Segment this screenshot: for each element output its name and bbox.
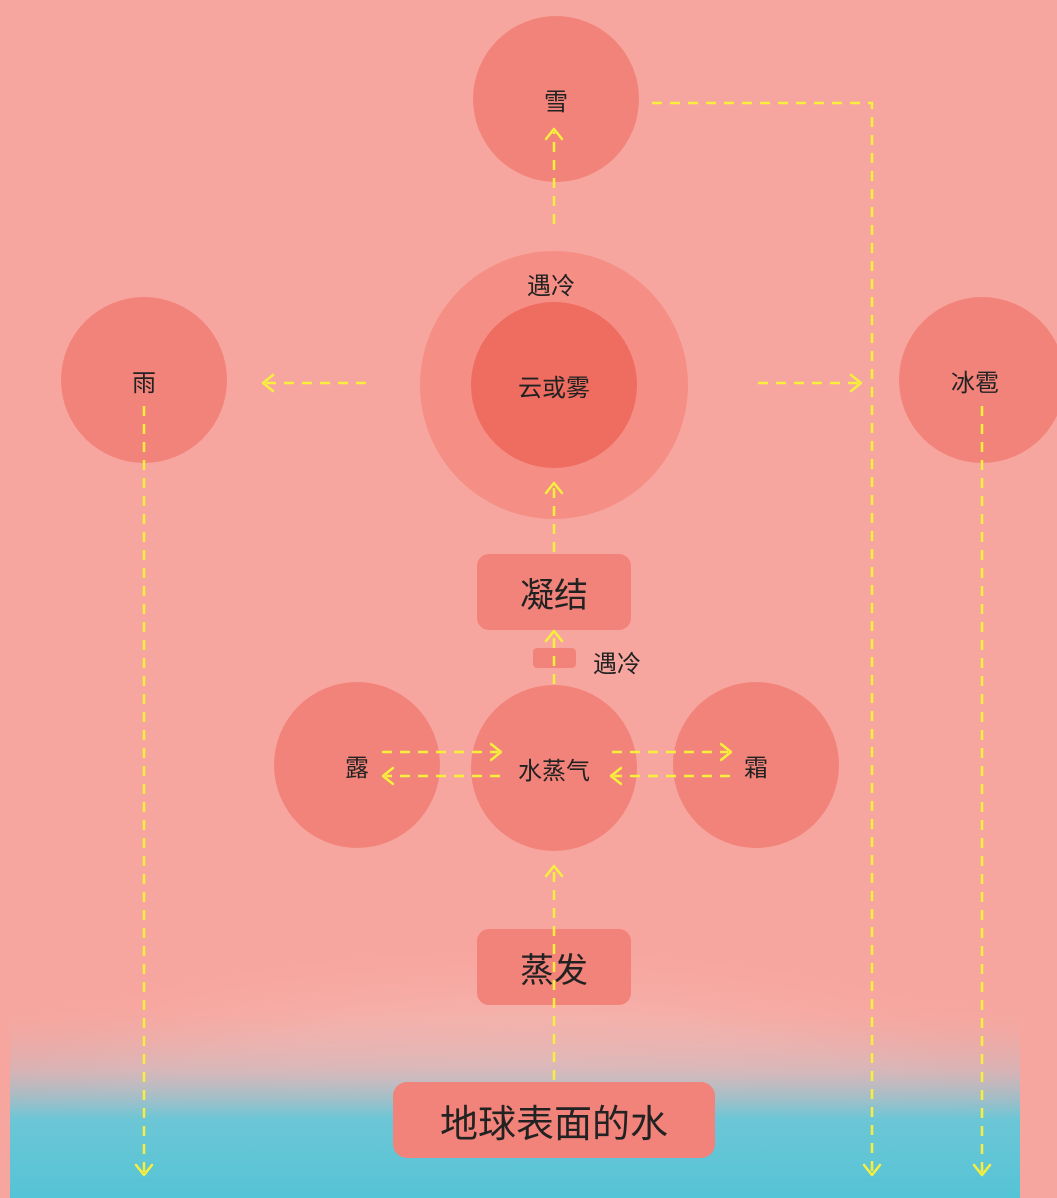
- arrowhead-rain-down: [134, 1163, 154, 1177]
- arrowhead-hail-right: [849, 373, 863, 393]
- arrow-snow-down: [652, 101, 874, 1172]
- surface-water-box: 地球表面的水: [393, 1082, 715, 1158]
- cloud-or-fog-node: 云或雾: [471, 302, 637, 468]
- arrowhead-hail-down: [972, 1163, 992, 1177]
- frost-node: 霜: [673, 682, 839, 848]
- rain-node: 雨: [61, 297, 227, 463]
- water-vapor-node: 水蒸气: [471, 685, 637, 851]
- snow-label: 雪: [544, 87, 568, 116]
- arrowhead-to-frost: [719, 742, 733, 762]
- arrowhead-snow-up: [544, 127, 564, 141]
- arrowhead-cloud-up: [544, 481, 564, 495]
- condensation-box: 凝结: [477, 554, 631, 630]
- arrowhead-to-vapor-right: [609, 766, 623, 786]
- frost-label: 霜: [744, 753, 768, 782]
- cold-label-top: 遇冷: [527, 272, 575, 300]
- condensation-label: 凝结: [520, 575, 588, 616]
- arrowhead-rain-left: [261, 373, 275, 393]
- arrowhead-to-dew: [381, 766, 395, 786]
- cold-label-middle: 遇冷: [593, 650, 641, 678]
- snow-node: 雪: [473, 16, 639, 182]
- dew-label: 露: [345, 753, 369, 782]
- hail-label: 冰雹: [951, 368, 999, 397]
- surface-water-label: 地球表面的水: [439, 1101, 668, 1146]
- cloud-or-fog-label: 云或雾: [518, 373, 590, 402]
- arrowhead-vapor-up: [544, 864, 564, 878]
- arrowhead-snow-down: [862, 1163, 882, 1177]
- arrowhead-condensation-up: [544, 629, 564, 643]
- rain-label: 雨: [132, 368, 156, 397]
- arrowhead-to-vapor-left: [489, 742, 503, 762]
- water-vapor-label: 水蒸气: [518, 756, 590, 785]
- hail-node: 冰雹: [899, 297, 1057, 463]
- dew-node: 露: [274, 682, 440, 848]
